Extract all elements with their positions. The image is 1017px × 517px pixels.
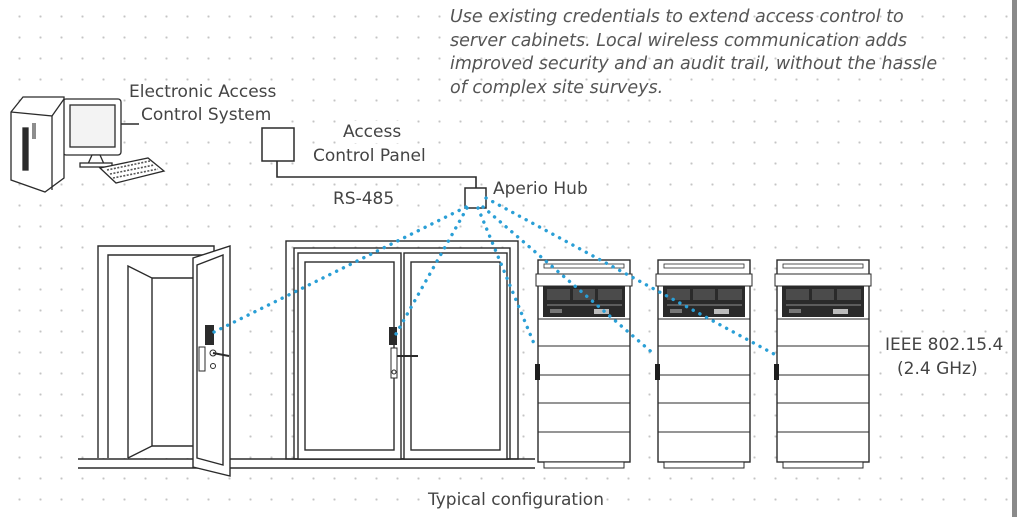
caption: Typical configuration [426, 489, 606, 511]
eacs-label-line2: Control System [139, 104, 274, 126]
rs485-cable [276, 161, 477, 188]
single-door [97, 245, 231, 477]
wireless-link-cabinet-3 [484, 196, 776, 356]
wireless-link-cabinet-2 [481, 205, 657, 357]
double-door [285, 240, 519, 460]
aperio-hub-label: Aperio Hub [491, 178, 590, 200]
description-text: Use existing credentials to extend acces… [450, 6, 970, 100]
wireless-link-cabinet-1 [476, 206, 537, 348]
access-control-panel-box [261, 127, 295, 162]
wireless-link-double-door [394, 206, 469, 336]
aperio-hub-box [464, 187, 487, 209]
description-line: server cabinets. Local wireless communic… [450, 30, 907, 51]
rs485-label: RS-485 [331, 188, 397, 210]
description-line: of complex site surveys. [450, 77, 664, 98]
radio-standard-label-line1: IEEE 802.15.4 [883, 334, 1006, 356]
panel-label-line2: Control Panel [311, 145, 428, 167]
wireless-links [208, 196, 776, 357]
wireless-link-single-door [208, 205, 468, 336]
eacs-label-line1: Electronic Access [127, 81, 279, 103]
server-cabinet-1 [534, 259, 633, 469]
radio-standard-label-line2: (2.4 GHz) [895, 358, 980, 380]
server-cabinet-2 [654, 259, 753, 469]
server-cabinet-3 [773, 259, 872, 469]
door-lock-icon [198, 325, 230, 372]
panel-label-line1: Access [341, 121, 404, 143]
double-door-lock-icon [389, 327, 418, 379]
right-edge-bar [1012, 0, 1017, 517]
description-line: improved security and an audit trail, wi… [450, 54, 938, 74]
computer-icon [10, 96, 166, 193]
description-line: Use existing credentials to extend acces… [450, 7, 904, 27]
